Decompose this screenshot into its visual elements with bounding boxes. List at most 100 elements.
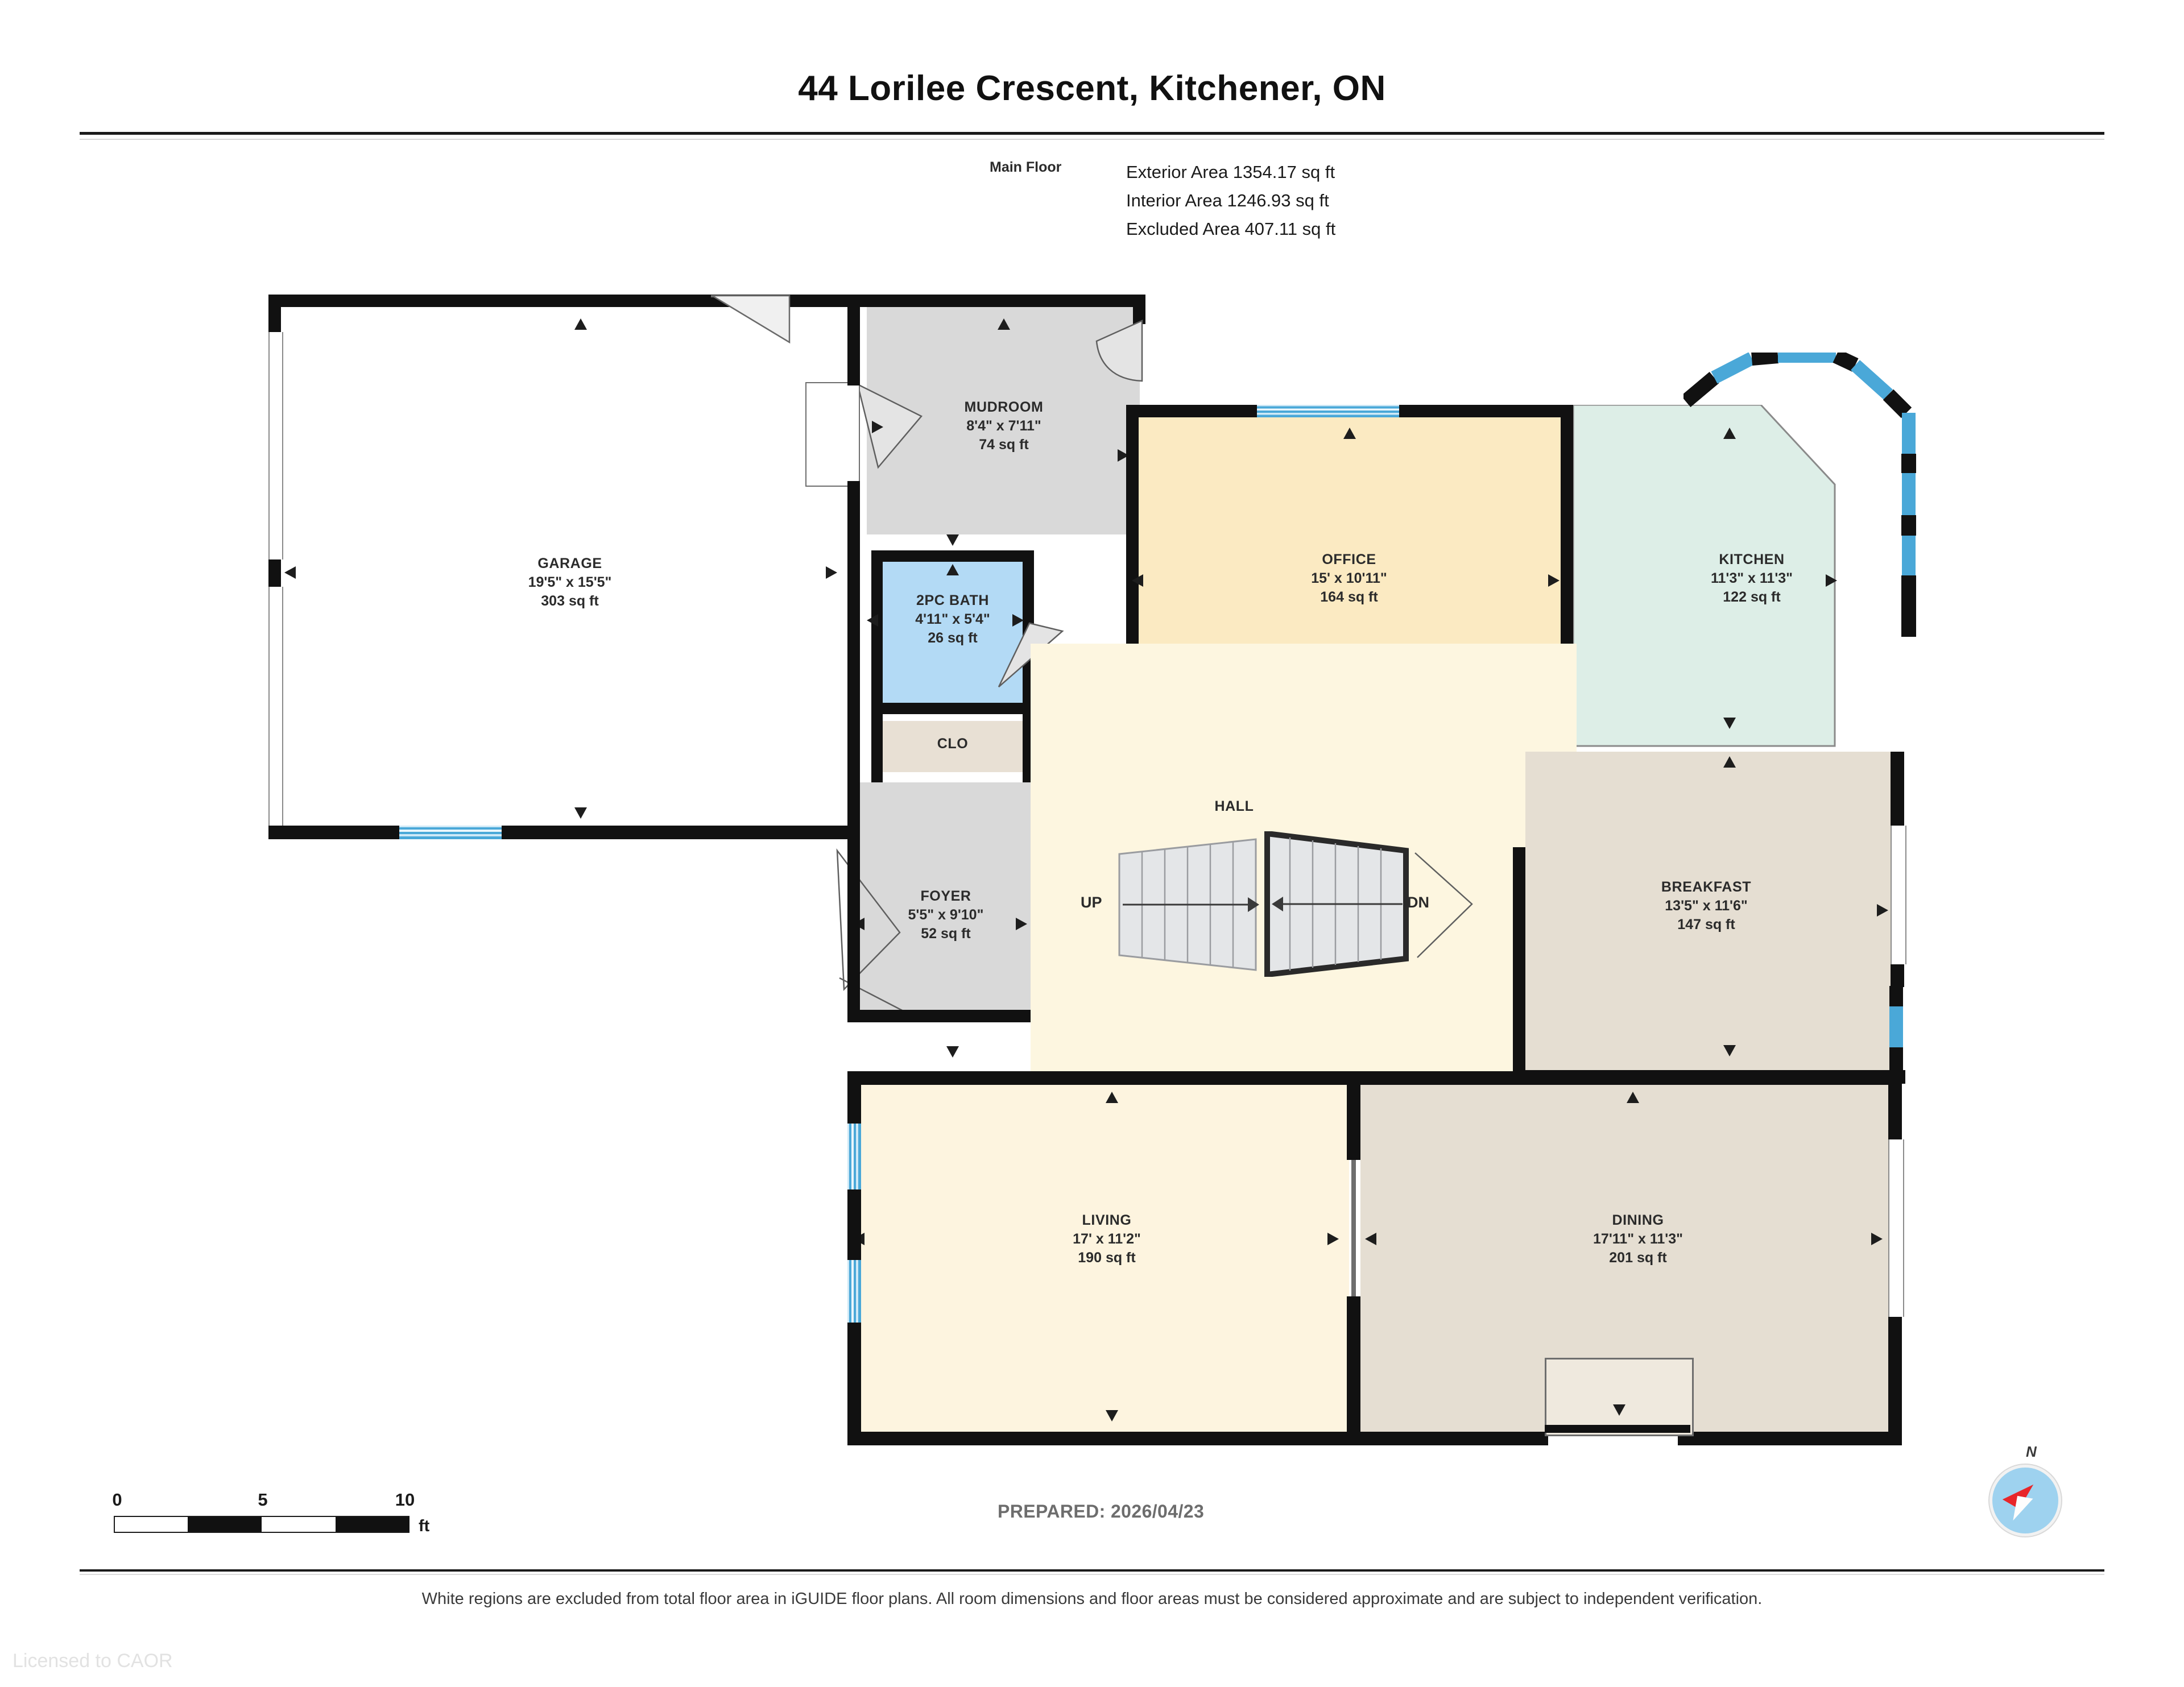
living-window-left-lower xyxy=(847,1260,861,1323)
kitchen-dim-arrow-top xyxy=(1723,428,1736,439)
breakfast-wall-right-b xyxy=(1891,964,1904,987)
living-dim-arrow-right xyxy=(1327,1233,1339,1245)
footer-divider-thin xyxy=(80,1574,2104,1575)
living-wall-right-a xyxy=(1347,1071,1360,1160)
living-wall-left-b xyxy=(847,1323,861,1445)
living-wall-left-a xyxy=(847,1071,861,1124)
mudroom-wall-top xyxy=(860,295,1145,307)
office-dim-arrow-left xyxy=(1132,574,1143,587)
dining-dim-arrow-top xyxy=(1627,1092,1639,1103)
footer-divider xyxy=(80,1569,2104,1572)
office-wall-top-right xyxy=(1399,405,1573,417)
scale-bar-graphic xyxy=(114,1516,410,1533)
bath-dim-arrow-left xyxy=(867,614,878,627)
title-divider xyxy=(80,132,2104,135)
kitchen-dim-arrow-bottom xyxy=(1723,718,1736,729)
scale-tick-10: 10 xyxy=(395,1490,415,1510)
mudroom-door-swing-icon xyxy=(1095,320,1143,382)
garage-window-left-lower xyxy=(268,587,283,826)
floor-area-summary: Main Floor Exterior Area 1354.17 sq ft I… xyxy=(990,158,1335,244)
interior-area: Interior Area 1246.93 sq ft xyxy=(1126,190,1329,211)
kitchen-bay-wall xyxy=(1684,353,1916,637)
garage-dim-arrow-top xyxy=(574,318,587,330)
garage-wall-left-a xyxy=(268,295,281,332)
kitchen-dim-arrow-right xyxy=(1826,574,1837,587)
room-label-breakfast: BREAKFAST 13'5" x 11'6" 147 sq ft xyxy=(1661,879,1752,932)
mudroom-wall-right-top xyxy=(1133,295,1145,324)
breakfast-dim-arrow-top xyxy=(1723,756,1736,768)
prepared-date: PREPARED: 2026/04/23 xyxy=(998,1501,1205,1522)
mudroom-closet-box xyxy=(805,382,860,487)
office-window-top xyxy=(1257,405,1399,417)
dining-dim-arrow-bottom xyxy=(1613,1404,1625,1416)
scale-tick-0: 0 xyxy=(112,1490,122,1510)
garage-dim-arrow-bottom xyxy=(574,807,587,819)
dining-wall-bottom-left xyxy=(1360,1432,1548,1445)
scale-seg-1 xyxy=(188,1517,262,1532)
living-wall-bottom xyxy=(847,1432,1360,1445)
bath-wall-bottom xyxy=(871,703,1034,714)
living-window-left-upper xyxy=(847,1124,861,1189)
exterior-area: Exterior Area 1354.17 sq ft xyxy=(1126,162,1335,182)
living-dim-arrow-top xyxy=(1106,1092,1118,1103)
foyer-dim-arrow-right xyxy=(1016,918,1027,930)
office-dim-arrow-right xyxy=(1548,574,1560,587)
room-closet xyxy=(882,721,1024,772)
stairs-down-label: DN xyxy=(1407,894,1429,911)
garage-wall-left-pier xyxy=(268,559,281,587)
dining-wall-right-b xyxy=(1888,1317,1902,1445)
mudroom-door-arrow xyxy=(872,421,883,433)
foyer-wall-left-upper xyxy=(847,839,860,1021)
bath-dim-arrow-top2 xyxy=(946,534,959,546)
garage-dim-arrow-right xyxy=(826,566,837,579)
room-living xyxy=(860,1084,1349,1436)
dining-dim-arrow-right xyxy=(1871,1233,1883,1245)
front-door-swing-icon xyxy=(836,848,906,1013)
room-label-2pc-bath: 2PC BATH 4'11" x 5'4" 26 sq ft xyxy=(915,592,990,646)
scale-tick-5: 5 xyxy=(258,1490,268,1510)
office-dim-arrow-top xyxy=(1343,428,1356,439)
license-watermark: Licensed to CAOR xyxy=(13,1650,173,1672)
room-label-foyer: FOYER 5'5" x 9'10" 52 sq ft xyxy=(908,888,984,942)
dining-wall-bottom-right xyxy=(1678,1432,1902,1445)
breakfast-wall-right-a xyxy=(1891,752,1904,826)
foyer-wall-bottom xyxy=(847,1010,1035,1022)
floor-label: Main Floor xyxy=(990,159,1062,175)
bath-dim-arrow-top xyxy=(946,564,959,575)
garage-wall-bottom-left xyxy=(268,826,399,839)
garage-window-bottom xyxy=(399,826,502,839)
compass-icon xyxy=(1989,1465,2061,1536)
bath-dim-arrow-right xyxy=(1012,614,1024,627)
mudroom-wall-left-b xyxy=(847,481,860,553)
mudroom-garage-door-swing-icon xyxy=(857,383,923,469)
stairs-door-swing-icon xyxy=(1414,852,1473,958)
stairs-down[interactable] xyxy=(1264,831,1416,977)
breakfast-dim-arrow-right xyxy=(1877,904,1888,917)
dining-window-right xyxy=(1888,1139,1904,1317)
dining-dim-arrow-left xyxy=(1365,1233,1376,1245)
bath-wall-left xyxy=(871,550,883,714)
breakfast-window-right xyxy=(1891,826,1906,964)
room-label-kitchen: KITCHEN 11'3" x 11'3" 122 sq ft xyxy=(1710,552,1793,605)
room-2pc-bath xyxy=(882,561,1024,703)
garage-window-left-upper xyxy=(268,332,283,559)
room-label-garage: GARAGE 19'5" x 15'5" 303 sq ft xyxy=(528,556,612,609)
room-foyer xyxy=(860,782,1031,1010)
room-label-hall: HALL xyxy=(1214,798,1254,814)
stairs-up[interactable] xyxy=(1116,837,1259,972)
mudroom-dim-arrow-top xyxy=(998,318,1010,330)
room-label-mudroom: MUDROOM 8'4" x 7'11" 74 sq ft xyxy=(964,399,1044,453)
compass-south-needle xyxy=(2013,1495,2033,1524)
disclaimer-text: White regions are excluded from total fl… xyxy=(421,1590,1763,1608)
dining-patio-door-threshold xyxy=(1545,1425,1690,1433)
dining-wall-right-a xyxy=(1888,1071,1902,1139)
dining-patio-door xyxy=(1545,1358,1694,1436)
breakfast-dim-arrow-bottom xyxy=(1723,1045,1736,1056)
garage-wall-bottom-right xyxy=(502,826,860,839)
room-garage xyxy=(280,301,860,847)
living-wall-top xyxy=(847,1071,1360,1085)
dining-wall-top xyxy=(1360,1071,1902,1085)
living-dim-arrow-bottom xyxy=(1106,1410,1118,1421)
foyer-dim-arrow-bottom xyxy=(946,1046,959,1058)
